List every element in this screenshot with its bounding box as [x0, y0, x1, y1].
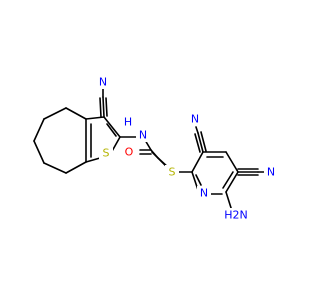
label-bg — [96, 75, 110, 89]
bond — [99, 97, 102, 118]
bond — [195, 174, 202, 186]
bond — [106, 123, 117, 137]
bond — [197, 132, 204, 153]
amide-nitrogen-label: N — [139, 129, 147, 142]
pyridine-nitrogen-label: N — [200, 187, 208, 200]
bond — [33, 118, 45, 142]
bond — [43, 162, 67, 174]
bond — [105, 97, 108, 117]
label-bg — [197, 186, 211, 200]
bond — [225, 151, 239, 173]
label-bg — [99, 146, 113, 160]
label-bg — [224, 208, 248, 222]
bond — [33, 140, 45, 164]
nitrile-nitrogen-label: N — [99, 76, 107, 89]
label-bg — [122, 145, 136, 159]
bond — [191, 151, 204, 173]
amino-group-label: H2N — [224, 209, 248, 222]
bond — [103, 116, 121, 138]
label-bg — [188, 112, 202, 126]
bond — [43, 107, 67, 120]
bond — [194, 133, 201, 153]
carbonyl-oxygen-label: O — [125, 146, 134, 159]
bond — [225, 191, 233, 212]
label-bg — [165, 165, 179, 179]
structure-canvas: N N H S O S N N N H2N — [33, 75, 278, 222]
label-bg — [136, 128, 150, 142]
bond — [102, 96, 105, 118]
bond — [222, 171, 234, 189]
label-bg — [264, 165, 278, 179]
thioether-sulfur-label: S — [169, 166, 176, 179]
pyridine-nitrile-right-nitrogen-label: N — [267, 166, 275, 179]
bond — [200, 131, 207, 152]
bond — [85, 157, 101, 163]
amide-hydrogen-label: H — [124, 116, 132, 129]
bond — [225, 171, 239, 193]
thiophene-sulfur-label: S — [103, 147, 110, 160]
bond — [65, 161, 87, 174]
bonds — [33, 88, 265, 212]
bond — [195, 126, 199, 134]
pyridine-nitrile-top-nitrogen-label: N — [191, 113, 199, 126]
molecule-diagram: N N H S O S N N N H2N — [33, 75, 278, 222]
atom-labels: N N H S O S N N N H2N — [96, 75, 278, 222]
bond — [65, 107, 87, 120]
